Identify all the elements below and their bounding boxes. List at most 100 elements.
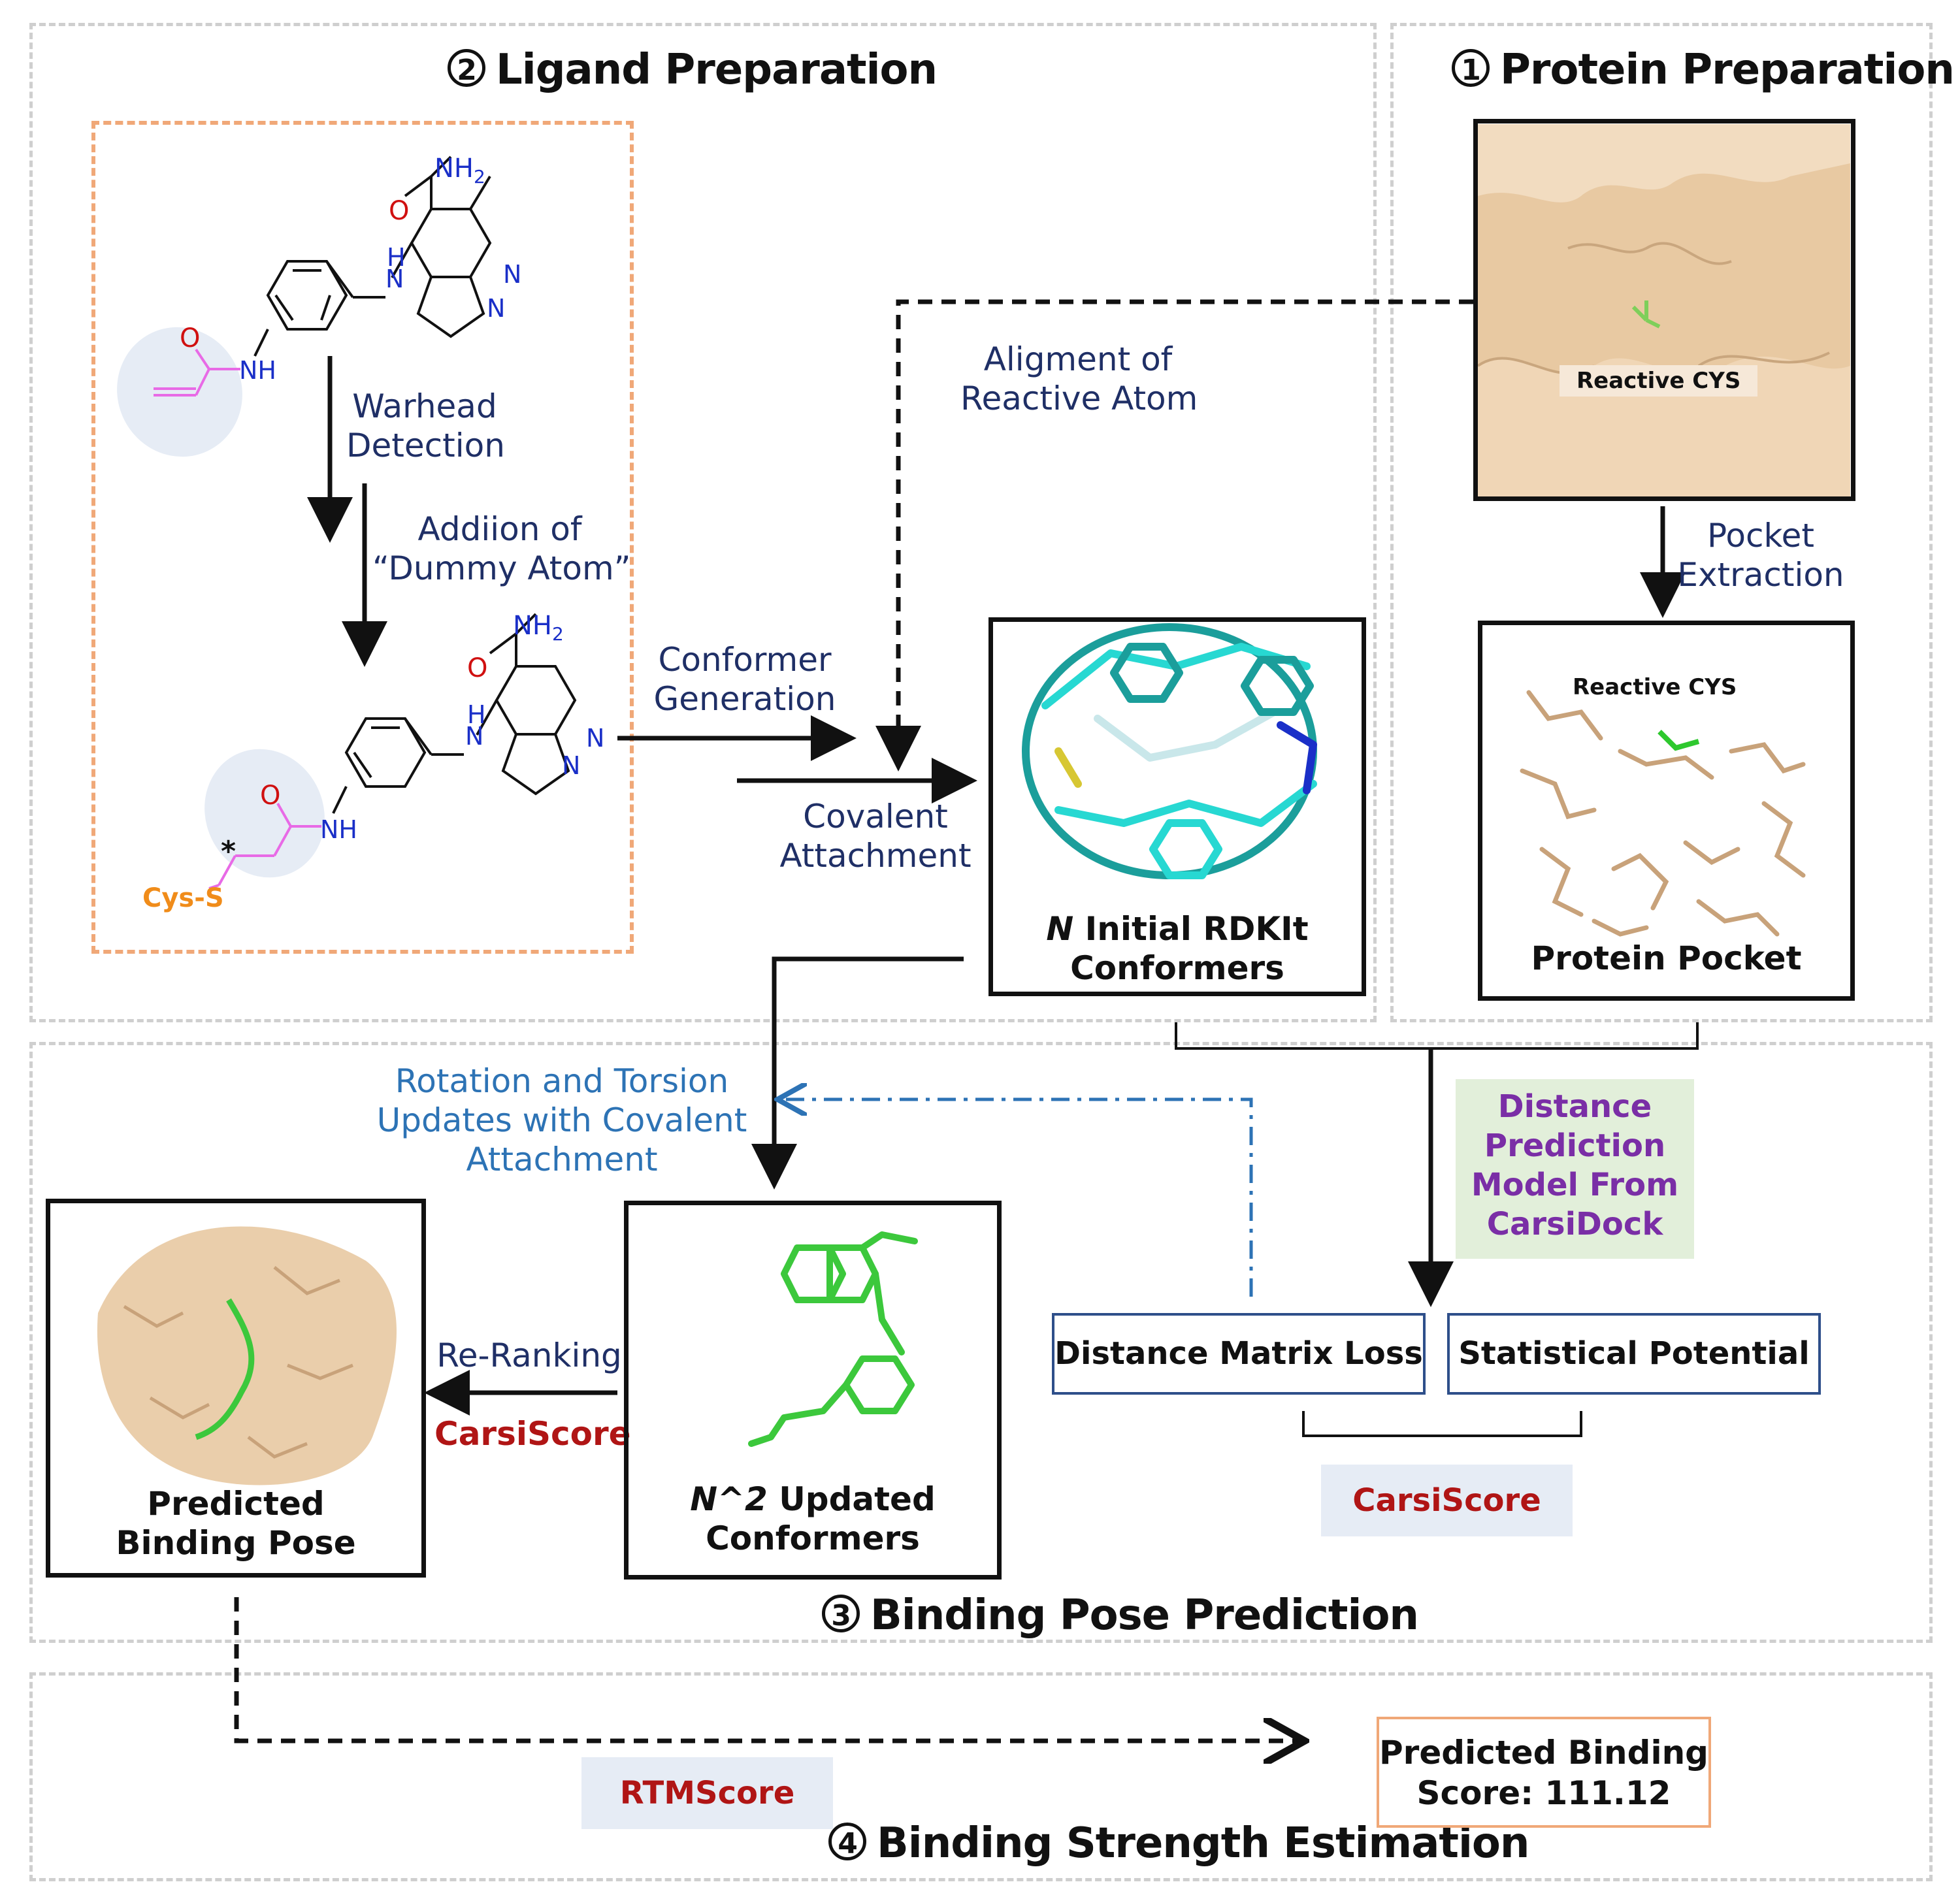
alignment-line1: Aligment of [983,340,1173,378]
rtmscore-tag: RTMScore [581,1757,833,1829]
ligand-section [29,23,1377,1022]
nh2-text: NH [513,611,552,641]
predicted-line2: Binding Pose [116,1524,356,1562]
label-rotation-torsion: Rotation and Torsion Updates with Covale… [376,1062,748,1179]
distance-matrix-loss-text: Distance Matrix Loss [1054,1335,1423,1372]
initial-conformers-box: N Initial RDKIt Conformers [988,617,1366,996]
label-alignment-reactive-atom: Aligment of Reactive Atom [960,340,1198,418]
label-dummy-atom: Addiion of “Dummy Atom” [372,510,631,588]
label-conformer-generation: Conformer Generation [647,640,843,719]
label-carsiscore-reranking: CarsiScore [434,1415,631,1453]
distance-model-line1: Distance [1497,1088,1652,1125]
updated-rest-text: Updated [767,1480,936,1518]
initial-n-italic: N [1046,910,1074,948]
step-number-badge: 1 [1452,49,1490,88]
protein-section [1390,23,1933,1022]
arrow-alignment-dashed [875,299,1473,771]
predicted-pose-render [97,1226,397,1485]
dummy-atom-star: * [221,835,236,868]
ring-n-label-2: N [586,724,605,753]
updated-caption-line2: Conformers [706,1519,920,1557]
step-number-badge: 2 [448,49,485,88]
arrow-to-updated-conformers [751,956,964,1190]
molecule-structure-1 [117,155,492,457]
label-warhead-detection: Warhead Detection [346,387,505,465]
pose-title-text: Binding Pose Prediction [870,1591,1419,1640]
acryl-nh-label-1: NH [239,356,276,385]
pose-section [29,1042,1933,1643]
step-number-badge: 4 [828,1823,866,1861]
protein-surface-box: Reactive CYS [1473,119,1855,501]
distance-model-line4: CarsiDock [1486,1206,1663,1242]
carsiscore-text: CarsiScore [1352,1482,1541,1519]
statistical-potential-text: Statistical Potential [1458,1335,1810,1372]
protein-pocket-sticks [1520,690,1806,937]
pose-section-title: 3 Binding Pose Prediction [822,1591,1419,1640]
reactive-cys-tag-1: Reactive CYS [1560,365,1758,397]
rtmscore-text: RTMScore [619,1775,795,1811]
pocket-line1: Pocket [1707,517,1814,555]
arrow-to-score-dashed [234,1597,1300,1741]
carbonyl-o-label-1: O [389,196,410,226]
carsiscore-tag: CarsiScore [1321,1465,1573,1536]
conformer-line2: Generation [653,680,836,718]
conformer-line1: Conformer [658,641,832,679]
initial-caption-line1: N Initial RDKIt [993,909,1362,948]
protein-pocket-box: Reactive CYS Protein Pocket [1478,621,1855,1001]
label-pocket-extraction: Pocket Extraction [1669,516,1852,594]
strength-section [29,1672,1933,1881]
distance-matrix-loss-box: Distance Matrix Loss [1052,1313,1426,1395]
ring-n2-label-2: N [562,751,581,780]
dummy-line1: Addiion of [417,510,582,548]
protein-pocket-caption: Protein Pocket [1531,939,1802,977]
label-covalent-attachment: Covalent Attachment [777,797,973,875]
nh2-text: NH [434,154,474,184]
updated-caption-line1: N^2 Updated [629,1480,997,1519]
covalent-line2: Attachment [779,837,972,875]
predicted-score-box: Predicted Binding Score: 111.12 [1377,1717,1711,1828]
ring-n2-label-1: N [487,294,506,323]
distance-model-box: Distance Prediction Model From CarsiDock [1456,1079,1694,1259]
predicted-line1: Predicted [147,1485,325,1523]
nh2-subscript: 2 [474,166,485,187]
updated-conformers-box: N^2 Updated Conformers [624,1201,1002,1580]
initial-caption-line2: Conformers [1070,949,1284,987]
amine-n-label-1: N [385,265,404,293]
warhead-line1: Warhead [352,387,497,425]
reactive-cys-stick [1658,730,1700,751]
molecule-structure-2 [204,613,577,890]
alignment-line2: Reactive Atom [960,380,1198,417]
ring-n-label-1: N [503,260,522,289]
predicted-pose-caption: Predicted Binding Pose [50,1484,421,1563]
acryl-o-label-2: O [260,781,281,811]
acryl-nh-label-2: NH [320,815,357,844]
amide-nh2-label-1: NH2 [434,154,485,187]
amine-h-label-2: H [467,700,486,729]
protein-title-text: Protein Preparation [1500,46,1955,94]
updated-n2-italic: N^2 [690,1480,768,1518]
acryl-o-label-1: O [180,323,201,353]
protein-section-title: 1 Protein Preparation [1452,46,1955,94]
carbonyl-o-label-2: O [467,653,488,683]
rotation-line3: Attachment [466,1141,658,1178]
arrow-rotation-feedback [781,1099,1253,1297]
reactive-cys-tag-2: Reactive CYS [1573,674,1737,700]
statistical-potential-box: Statistical Potential [1447,1313,1821,1395]
rotation-line1: Rotation and Torsion [395,1062,729,1100]
distance-model-line2: Prediction [1484,1127,1666,1164]
step-number-badge: 3 [822,1595,860,1633]
score-line2: Score: 111.12 [1416,1774,1671,1812]
bracket-loss-potential [1302,1411,1582,1437]
amine-h-label-1: H [387,243,406,272]
label-reranking: Re-Ranking [436,1337,622,1374]
distance-model-line3: Model From [1471,1167,1679,1203]
pocket-line2: Extraction [1677,556,1844,594]
initial-rest-text: Initial RDKIt [1073,910,1309,948]
score-line1: Predicted Binding [1379,1734,1708,1772]
dummy-line2: “Dummy Atom” [372,549,631,587]
nh2-subscript: 2 [552,623,564,645]
covalent-line1: Covalent [803,798,948,835]
cys-s-label: Cys-S [142,883,224,913]
